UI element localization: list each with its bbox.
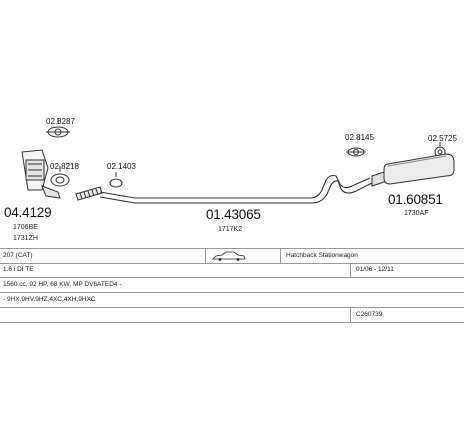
table-row: 1.6 i DI TE 01/06 - 12/11 (0, 263, 464, 278)
middle-pipe-number: 01.43065 (206, 207, 261, 222)
middle-pipe-icon (99, 174, 373, 204)
flex-pipe-icon (75, 186, 103, 201)
vehicle-silhouette-icon (212, 251, 246, 261)
cat-sub-code-2: 1731ZH (13, 235, 38, 242)
gasket-number: 02.8218 (50, 162, 79, 171)
clamp-rear-number: 02.8145 (345, 133, 374, 142)
engine-codes-cell: - 9HX,9HV,9HZ,4XC,4XH,9HXC (3, 296, 96, 303)
engine-cell: 1.6 i DI TE (3, 266, 34, 273)
model-cell: 207 (CAT) (3, 252, 33, 259)
gasket-icon (50, 166, 70, 187)
body-type-cell: Hatchback Stationwagon (286, 252, 358, 259)
catalytic-converter-icon (21, 149, 61, 199)
years-cell: 01/06 - 12/11 (356, 266, 394, 273)
rear-silencer-code: 1730AF (404, 210, 429, 217)
rubber-mount-number: 02.5725 (428, 134, 457, 143)
clamp-top-icon (46, 118, 70, 138)
cat-sub-code-1: 1706BE (13, 224, 38, 231)
clamp-top-number: 02.8287 (46, 117, 75, 126)
middle-pipe-code: 1717K2 (218, 226, 243, 233)
exhaust-system-drawing (21, 118, 455, 204)
table-row: - 9HX,9HV,9HZ,4XC,4XH,9HXC (0, 293, 464, 308)
specs-cell: 1560 cc, 92 HP, 68 KW, MP DV6ATED4 - (3, 281, 122, 288)
cat-part-number: 04.4129 (4, 205, 52, 220)
clamp-small-icon (109, 172, 123, 188)
clamp-rear-icon (346, 147, 366, 157)
rear-silencer-icon (371, 153, 455, 187)
clamp-small-number: 02.1403 (107, 162, 136, 171)
rear-silencer-number: 01.60851 (388, 192, 443, 207)
diagram-code-cell: C260739 (356, 311, 383, 318)
table-row: 207 (CAT) Hatchback Stationwagon (0, 248, 464, 264)
table-row: C260739 (0, 308, 464, 323)
table-row: 1560 cc, 92 HP, 68 KW, MP DV6ATED4 - (0, 278, 464, 293)
